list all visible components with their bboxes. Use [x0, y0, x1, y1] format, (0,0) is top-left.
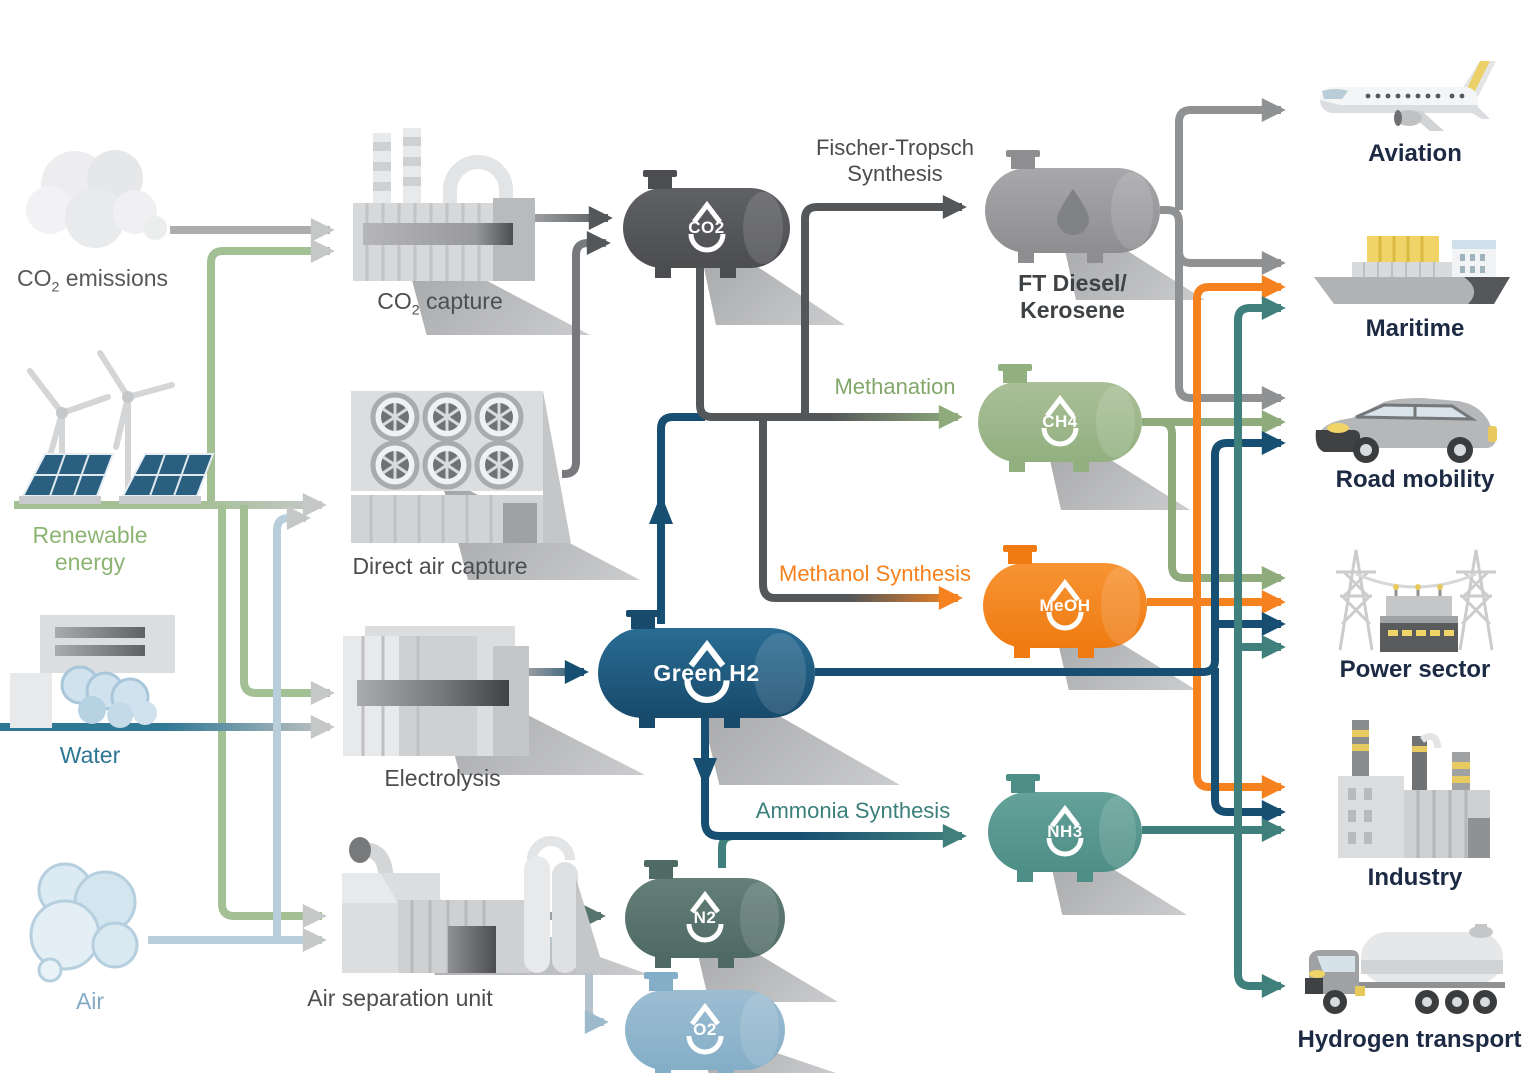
tank-end-cap [1098, 796, 1136, 868]
electrolysis-label: Electrolysis [384, 765, 501, 791]
air-separation-unit-label: Air separation unit [307, 985, 493, 1011]
direct-air-capture-label: Direct air capture [352, 553, 528, 579]
line-nh3-to-hydrogentransport [1234, 830, 1286, 998]
line-h2-to-industry [1211, 668, 1286, 824]
ft-diesel-tank [985, 150, 1160, 263]
tank-end-cap [1101, 567, 1141, 644]
tank-formula: NH3 [1047, 822, 1083, 841]
h2-up-arrowhead [649, 494, 673, 524]
line-dac-to-co2tank [562, 231, 611, 478]
line-feed-to-ft-synthesis [801, 195, 967, 417]
air-label: Air [75, 988, 105, 1014]
tank-formula: O2 [693, 1020, 717, 1039]
tank-end-cap [740, 882, 779, 954]
tank-formula: CO2 [688, 218, 725, 237]
tank-formula: CH4 [1042, 412, 1078, 431]
hydro-water-icon [10, 615, 175, 728]
air-separation-unit-icon [342, 836, 605, 973]
tank-end-cap [740, 994, 779, 1066]
water-label: Water [59, 742, 121, 768]
line-meoh-to-maritime [1193, 275, 1286, 602]
direct-air-capture-icon [351, 391, 571, 543]
line-nh3-to-maritime [1234, 296, 1286, 830]
droplet-icon [1046, 578, 1084, 630]
tank-nozzle [643, 170, 678, 189]
n2-tank: N2 [625, 860, 785, 968]
line-meoh-to-industry [1193, 602, 1286, 799]
fuel-droplet-icon [1056, 188, 1089, 235]
tank-nozzle [644, 972, 678, 991]
industry-label: Industry [1367, 864, 1463, 891]
tank-formula: MeOH [1039, 595, 1091, 615]
tank-end-cap [1111, 172, 1153, 249]
line-ft-to-roadmobility [1160, 206, 1286, 410]
solar-panels-icon [19, 453, 215, 504]
power-sector-label: Power sector [1339, 656, 1491, 683]
hydrogen-transport-truck-icon [1305, 924, 1505, 1014]
line-renewable-to-asu [218, 505, 327, 928]
line-renewable-to-capture [207, 239, 335, 503]
tank-nozzle [625, 610, 660, 629]
tank-nozzle [1006, 774, 1041, 793]
maritime-label: Maritime [1365, 315, 1465, 342]
tank-formula: Green H2 [653, 659, 760, 686]
line-h2-to-roadmobility [815, 431, 1286, 676]
road-mobility-label: Road mobility [1335, 466, 1495, 493]
air-cloud-icon [29, 862, 139, 983]
electrolysis-plant-icon [343, 626, 529, 756]
line-ft-to-aviation [1175, 98, 1286, 210]
hydrogen-transport-label: Hydrogen transport [1297, 1026, 1522, 1053]
methanol-synthesis-label: Methanol Synthesis [779, 561, 971, 586]
line-feed-to-methanol [759, 417, 963, 610]
tank-end-cap [754, 632, 807, 714]
ch4-tank: CH4 [978, 364, 1142, 472]
tank-end-cap [1096, 386, 1136, 458]
line-ch4-to-powersector [1159, 418, 1286, 590]
droplet-icon [686, 1003, 724, 1055]
co2-capture-plant-icon [353, 128, 535, 281]
h2-down-arrowhead [693, 758, 717, 788]
line-air-to-dac [273, 506, 311, 936]
line-renewable-to-electrolysis [240, 505, 335, 705]
droplet-icon [1041, 395, 1079, 447]
tank-nozzle [1002, 545, 1037, 564]
ft-diesel-kerosene-label: FT Diesel/Kerosene [1018, 270, 1127, 324]
tank-nozzle [644, 860, 678, 879]
co2-emissions-label: CO2 emissions [16, 265, 169, 296]
aviation-airplane-icon [1320, 61, 1496, 131]
renewable-energy-label: Renewable energy [32, 522, 148, 576]
green-h2-tank: Green H2 [598, 610, 815, 728]
ammonia-synthesis-label: Ammonia Synthesis [755, 798, 951, 823]
power-sector-icon [1336, 549, 1496, 652]
line-ft-to-maritime [1175, 250, 1286, 275]
line-h2-to-ammonia [701, 716, 967, 848]
co2-tank: CO2 [623, 170, 790, 278]
tank-nozzle [1006, 150, 1041, 169]
maritime-ship-icon [1314, 236, 1510, 304]
co2-emissions-cloud-icon [26, 150, 167, 248]
tank-formula: N2 [693, 908, 717, 927]
droplet-icon [1046, 805, 1084, 857]
tank-nozzle [997, 364, 1032, 383]
industry-factory-icon [1338, 720, 1490, 858]
tank-end-cap [743, 192, 784, 264]
droplet-icon [686, 891, 724, 943]
co2-capture-label: CO2 capture [377, 288, 503, 319]
road-mobility-car-icon [1315, 398, 1497, 463]
meoh-tank: MeOH [983, 545, 1147, 658]
line-n2-join-ammonia [718, 832, 764, 868]
line-h2-up-feed [657, 413, 705, 624]
methanation-label: Methanation [834, 374, 956, 399]
o2-tank: O2 [625, 972, 785, 1073]
aviation-label: Aviation [1368, 140, 1462, 167]
droplet-icon [688, 201, 725, 253]
line-co2h2-to-methanation [696, 266, 963, 429]
nh3-tank: NH3 [988, 774, 1142, 882]
droplet-icon [683, 640, 730, 703]
